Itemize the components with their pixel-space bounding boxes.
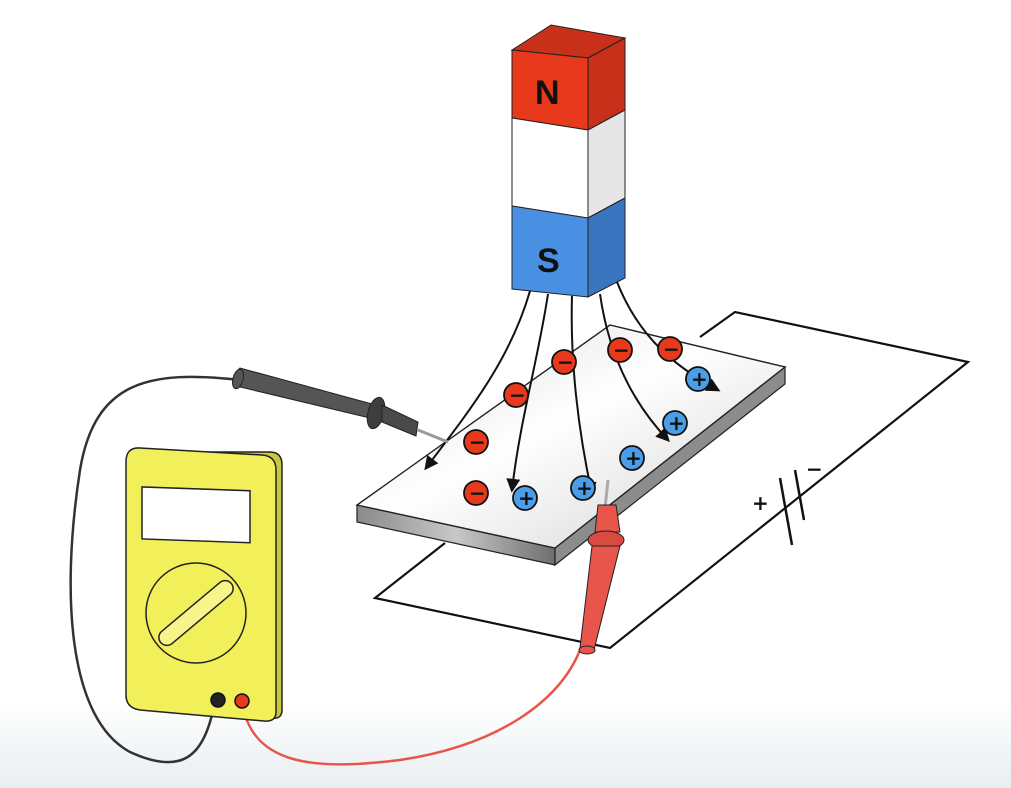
svg-text:+: +: [668, 411, 685, 435]
battery: + −: [752, 457, 823, 546]
field-line: [506, 293, 549, 493]
red-probe-cable: [240, 649, 582, 766]
battery-minus-label: −: [806, 457, 823, 481]
svg-text:−: −: [557, 350, 574, 374]
field-line: [570, 295, 597, 497]
svg-text:+: +: [625, 446, 642, 470]
red-probe: [578, 479, 625, 655]
positive-charge: +: [685, 366, 711, 392]
magnet-middle-front: [511, 117, 589, 219]
multimeter-dial-knob: [158, 579, 234, 647]
negative-charge: −: [607, 337, 633, 363]
positive-charge: +: [570, 475, 596, 501]
positive-charge: +: [662, 410, 688, 436]
svg-text:+: +: [576, 476, 593, 500]
multimeter-black-jack[interactable]: [210, 692, 226, 708]
negative-charge: −: [463, 480, 489, 506]
magnet-north-label: N: [535, 74, 560, 112]
negative-charge: −: [551, 349, 577, 375]
red-probe-handle: [579, 545, 621, 651]
negative-charge: −: [657, 336, 683, 362]
magnet-south-label: S: [537, 242, 560, 280]
black-probe: [232, 367, 449, 444]
battery-plus-label: +: [752, 491, 769, 515]
battery-short-plate: [793, 469, 806, 521]
field-line: [599, 293, 670, 443]
negative-charges: − − − − − −: [463, 336, 683, 506]
negative-charge: −: [503, 382, 529, 408]
positive-charges: + + + + +: [512, 366, 711, 511]
magnet-south-side: [587, 197, 626, 298]
svg-text:−: −: [469, 481, 486, 505]
red-probe-needle: [603, 479, 610, 509]
red-probe-end-cap: [578, 645, 596, 655]
svg-text:+: +: [691, 367, 708, 391]
field-line: [424, 290, 531, 471]
svg-text:−: −: [663, 337, 680, 361]
black-probe-cable: [69, 375, 241, 764]
battery-long-plate: [778, 477, 794, 546]
floor: [0, 700, 1011, 788]
multimeter: [125, 447, 283, 722]
red-probe-tip-body: [594, 504, 621, 533]
svg-text:−: −: [613, 338, 630, 362]
svg-text:−: −: [469, 430, 486, 454]
black-probe-end-cap: [232, 368, 244, 390]
circuit-wire: [372, 310, 971, 650]
multimeter-red-jack[interactable]: [234, 693, 250, 709]
black-probe-handle: [235, 367, 373, 419]
multimeter-display: [141, 486, 251, 544]
bar-magnet: N S: [510, 24, 627, 298]
black-probe-needle: [417, 428, 449, 444]
svg-text:+: +: [518, 486, 535, 510]
black-probe-tip-body: [381, 404, 419, 437]
negative-charge: −: [463, 429, 489, 455]
positive-charge: +: [512, 485, 538, 511]
svg-text:−: −: [509, 383, 526, 407]
positive-charge: +: [619, 445, 645, 471]
